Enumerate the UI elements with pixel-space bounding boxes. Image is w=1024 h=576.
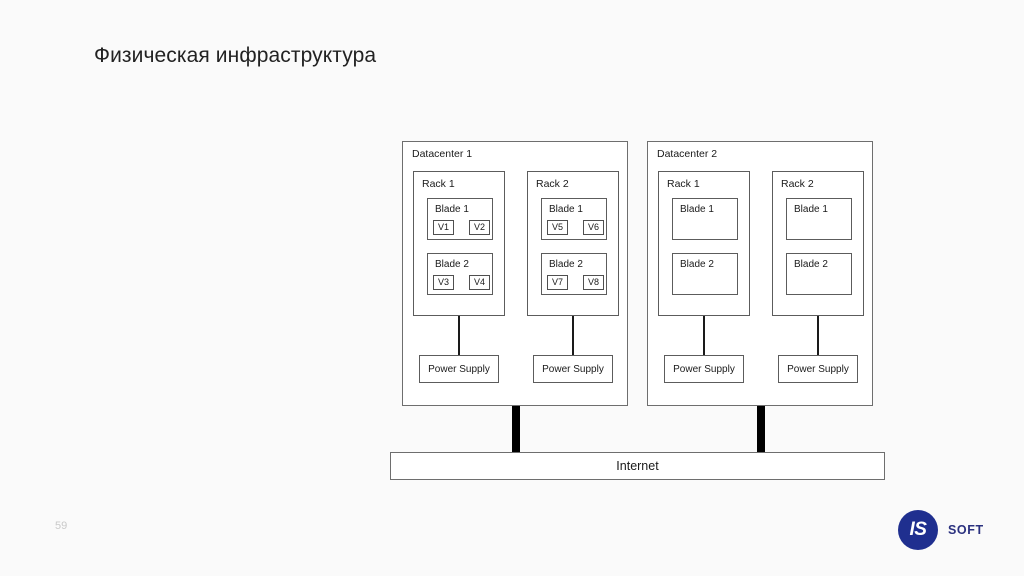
brand-logo: IS SOFT (898, 508, 1010, 552)
datacenter-2-rack-2-blade-2-label: Blade 2 (794, 259, 828, 270)
datacenter-1-rack-2-label: Rack 2 (536, 178, 569, 190)
brand-name: SOFT (948, 523, 984, 537)
datacenter-2-rack-2-blade-1: Blade 1 (786, 198, 852, 240)
wire-rack2-psu2 (572, 316, 574, 355)
wire-dc2-rack1-psu1 (703, 316, 705, 355)
datacenter-1: Datacenter 1 Rack 1 Blade 1 V1 V2 Blade … (402, 141, 628, 406)
datacenter-1-rack-1-blade-2-label: Blade 2 (435, 259, 469, 270)
vm-v6: V6 (583, 220, 604, 235)
datacenter-2-label: Datacenter 2 (657, 148, 718, 160)
datacenter-2-rack-1-label: Rack 1 (667, 178, 700, 190)
datacenter-1-rack-1-power-supply: Power Supply (419, 355, 499, 383)
datacenter-1-rack-1: Rack 1 Blade 1 V1 V2 Blade 2 V3 V4 (413, 171, 505, 316)
datacenter-2-rack-1-blade-1-label: Blade 1 (680, 204, 714, 215)
vm-v5: V5 (547, 220, 568, 235)
vm-v1: V1 (433, 220, 454, 235)
vm-v2: V2 (469, 220, 490, 235)
datacenter-2-rack-1-blade-2: Blade 2 (672, 253, 738, 295)
internet-box: Internet (390, 452, 885, 480)
datacenter-2-rack-2-blade-2: Blade 2 (786, 253, 852, 295)
datacenter-2-rack-1-power-supply: Power Supply (664, 355, 744, 383)
trunk-datacenter-1-to-internet (512, 406, 520, 453)
datacenter-1-rack-1-blade-1-label: Blade 1 (435, 204, 469, 215)
datacenter-2-rack-2-power-supply: Power Supply (778, 355, 858, 383)
datacenter-1-rack-1-blade-1: Blade 1 V1 V2 (427, 198, 493, 240)
datacenter-1-rack-2-blade-2: Blade 2 V7 V8 (541, 253, 607, 295)
vm-v8: V8 (583, 275, 604, 290)
datacenter-1-rack-2-blade-1: Blade 1 V5 V6 (541, 198, 607, 240)
vm-v7: V7 (547, 275, 568, 290)
datacenter-2-rack-2-label: Rack 2 (781, 178, 814, 190)
wire-dc2-rack2-psu2 (817, 316, 819, 355)
datacenter-1-rack-2: Rack 2 Blade 1 V5 V6 Blade 2 V7 V8 (527, 171, 619, 316)
wire-rack1-psu1 (458, 316, 460, 355)
datacenter-2-rack-1-blade-1: Blade 1 (672, 198, 738, 240)
datacenter-1-label: Datacenter 1 (412, 148, 473, 160)
page-number: 59 (55, 520, 68, 532)
datacenter-1-rack-1-blade-2: Blade 2 V3 V4 (427, 253, 493, 295)
datacenter-1-rack-1-label: Rack 1 (422, 178, 455, 190)
vm-v4: V4 (469, 275, 490, 290)
datacenter-1-rack-2-power-supply: Power Supply (533, 355, 613, 383)
vm-v3: V3 (433, 275, 454, 290)
datacenter-2-rack-2: Rack 2 Blade 1 Blade 2 (772, 171, 864, 316)
datacenter-2-rack-2-blade-1-label: Blade 1 (794, 204, 828, 215)
datacenter-1-rack-2-blade-2-label: Blade 2 (549, 259, 583, 270)
trunk-datacenter-2-to-internet (757, 406, 765, 453)
is-logo-icon: IS (898, 510, 938, 550)
datacenter-1-rack-2-blade-1-label: Blade 1 (549, 204, 583, 215)
datacenter-2-rack-1-blade-2-label: Blade 2 (680, 259, 714, 270)
datacenter-2-rack-1: Rack 1 Blade 1 Blade 2 (658, 171, 750, 316)
datacenter-2: Datacenter 2 Rack 1 Blade 1 Blade 2 Rack… (647, 141, 873, 406)
page-title: Физическая инфраструктура (94, 44, 377, 67)
